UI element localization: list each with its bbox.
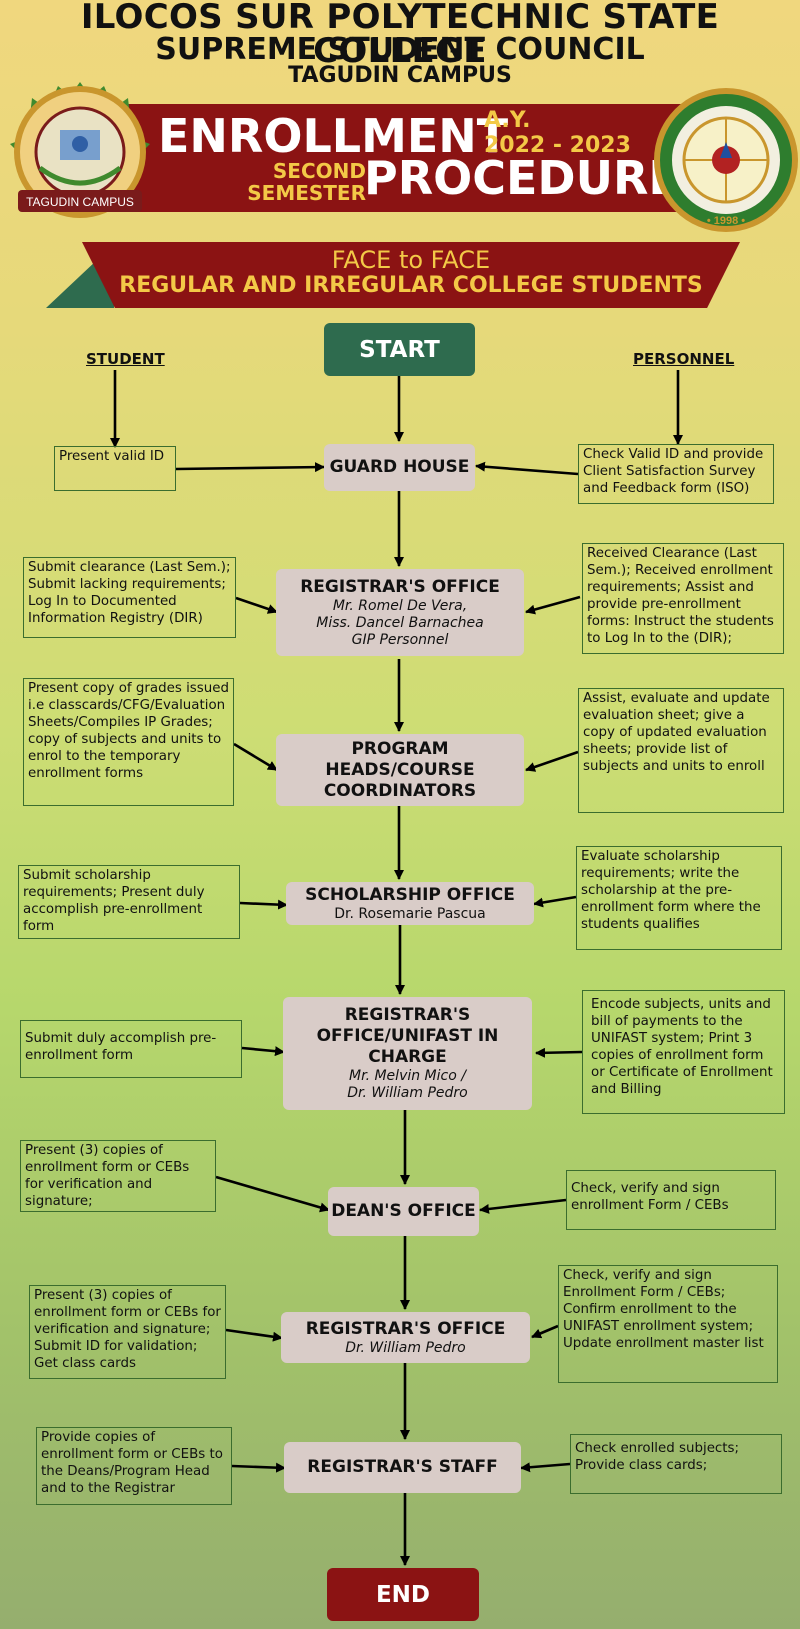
personnel-step-5: Encode subjects, units and bill of payme… xyxy=(582,990,785,1114)
step-4-scholarship-office: SCHOLARSHIP OFFICE Dr. Rosemarie Pascua xyxy=(286,882,534,925)
title-banner xyxy=(100,104,720,212)
personnel-step-1: Check Valid ID and provide Client Satisf… xyxy=(578,444,774,504)
mode-banner xyxy=(82,242,740,308)
student-step-7: Present (3) copies of enrollment form or… xyxy=(29,1285,226,1379)
step-8-registrar-staff: REGISTRAR'S STAFF xyxy=(284,1442,521,1493)
step-6-deans-office: DEAN'S OFFICE xyxy=(328,1187,479,1236)
step-2-registrar-office: REGISTRAR'S OFFICE Mr. Romel De Vera, Mi… xyxy=(276,569,524,656)
step-7-registrar-office: REGISTRAR'S OFFICE Dr. William Pedro xyxy=(281,1312,530,1363)
mode-line-1: FACE to FACE xyxy=(331,246,491,274)
campus-name: TAGUDIN CAMPUS xyxy=(288,63,512,88)
student-column-heading: STUDENT xyxy=(86,350,165,368)
council-name: SUPREME STUDENT COUNCIL xyxy=(155,32,645,67)
personnel-step-7: Check, verify and sign Enrollment Form /… xyxy=(558,1265,778,1383)
student-step-2: Submit clearance (Last Sem.); Submit lac… xyxy=(23,557,236,638)
start-terminal: START xyxy=(324,323,475,376)
step-3-program-heads: PROGRAM HEADS/COURSE COORDINATORS xyxy=(276,734,524,806)
step-1-guard-house: GUARD HOUSE xyxy=(324,444,475,491)
ssc-logo: TAGUDIN CAMPUS xyxy=(10,82,150,218)
student-step-4: Submit scholarship requirements; Present… xyxy=(18,865,240,939)
enrollment-title: ENROLLMENT xyxy=(158,109,509,163)
svg-text:• 1998 •: • 1998 • xyxy=(707,215,745,227)
student-step-1: Present valid ID xyxy=(54,446,176,491)
personnel-step-6: Check, verify and sign enrollment Form /… xyxy=(566,1170,776,1230)
personnel-step-3: Assist, evaluate and update evaluation s… xyxy=(578,688,784,813)
mode-line-2: REGULAR AND IRREGULAR COLLEGE STUDENTS xyxy=(119,273,703,298)
personnel-step-8: Check enrolled subjects; Provide class c… xyxy=(570,1434,782,1494)
semester-label: SECOND SEMESTER xyxy=(247,159,366,205)
college-seal: • 1998 • xyxy=(654,88,798,232)
student-step-5: Submit duly accomplish pre-enrollment fo… xyxy=(20,1020,242,1078)
student-step-6: Present (3) copies of enrollment form or… xyxy=(20,1140,216,1212)
end-terminal: END xyxy=(327,1568,479,1621)
personnel-step-2: Received Clearance (Last Sem.); Received… xyxy=(582,543,784,654)
personnel-column-heading: PERSONNEL xyxy=(633,350,735,368)
academic-year: A.Y. 2022 - 2023 xyxy=(484,108,631,158)
procedure-title: PROCEDURE xyxy=(364,151,680,205)
logo-ribbon-text: TAGUDIN CAMPUS xyxy=(26,195,134,209)
personnel-step-4: Evaluate scholarship requirements; write… xyxy=(576,846,782,950)
student-step-8: Provide copies of enrollment form or CEB… xyxy=(36,1427,232,1505)
college-name: ILOCOS SUR POLYTECHNIC STATE COLLEGE xyxy=(80,0,720,71)
student-step-3: Present copy of grades issued i.e classc… xyxy=(23,678,234,806)
step-5-registrar-unifast: REGISTRAR'S OFFICE/UNIFAST IN CHARGE Mr.… xyxy=(283,997,532,1110)
